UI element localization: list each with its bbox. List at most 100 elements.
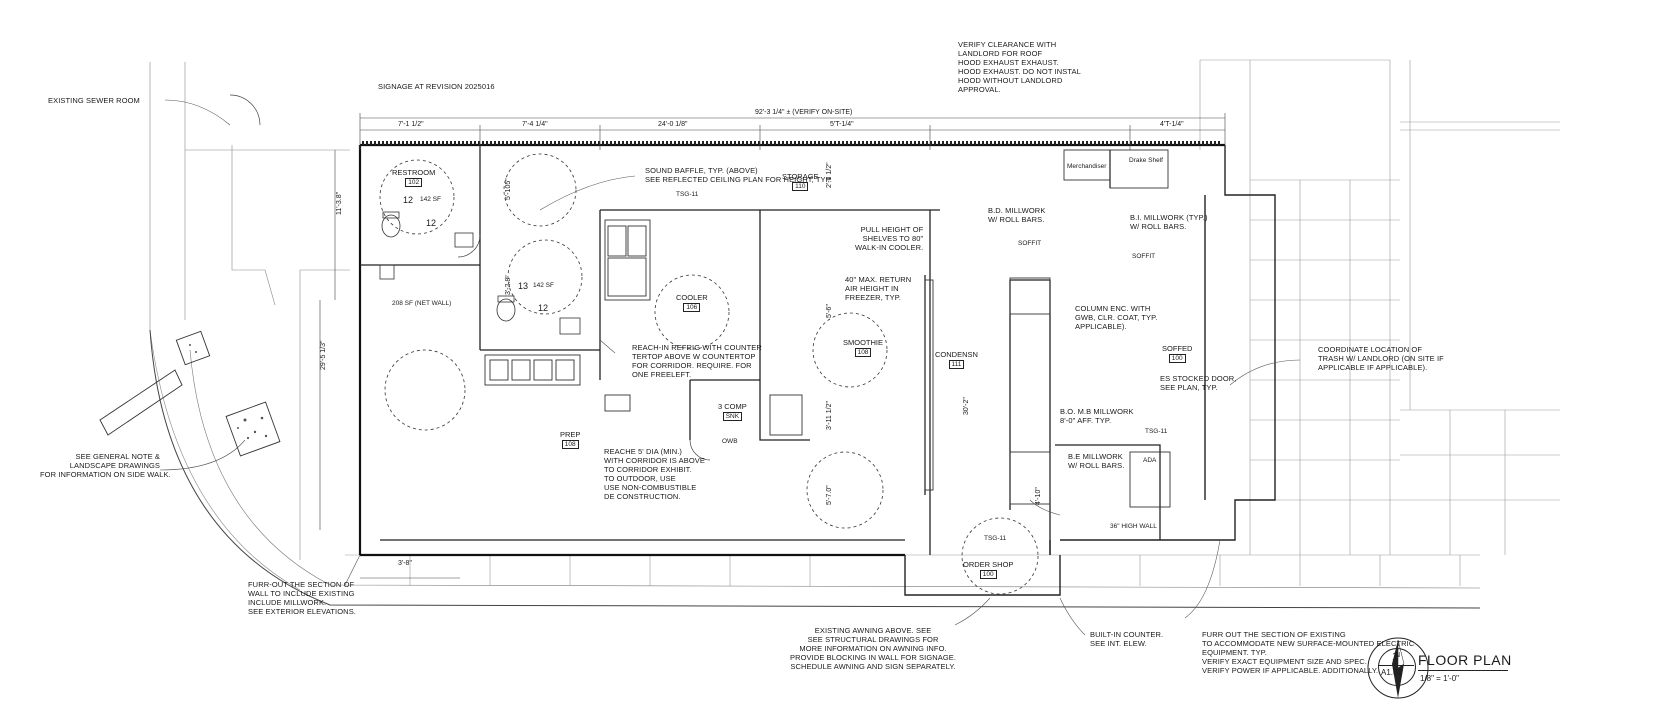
note-line: TO OUTDOOR, USE — [604, 474, 676, 483]
note-line: EXISTING AWNING ABOVE. SEE — [814, 626, 932, 635]
note-line: REACHE 5' DIA (MIN.) — [604, 447, 683, 456]
note-line: TO ACCOMMODATE NEW SURFACE-MOUNTED ELECT… — [1202, 639, 1415, 648]
note-existing-awning: EXISTING AWNING ABOVE. SEE SEE STRUCTURA… — [790, 626, 956, 671]
landscape-planters — [99, 330, 281, 457]
overall-dimension: 92'-3 1/4" ± (VERIFY ON-SITE) — [755, 109, 853, 116]
note-bd-millwork: B.D. MILLWORK W/ ROLL BARS. — [988, 206, 1045, 224]
note-line: PROVIDE BLOCKING IN WALL FOR SIGNAGE. — [790, 653, 957, 662]
vertical-dimension: 5'-105" — [505, 178, 512, 200]
note-line: SEE STRUCTURAL DRAWINGS FOR — [807, 635, 939, 644]
note-furr-out-left: FURR-OUT THE SECTION OF WALL TO INCLUDE … — [248, 580, 356, 616]
note-line: 8'-0" AFF. TYP. — [1060, 416, 1112, 425]
curb-curve-outer — [149, 329, 1481, 609]
note-line: WALK-IN COOLER. — [855, 243, 924, 252]
room-number: SNK — [722, 412, 743, 421]
soffit-tag: SOFFIT — [1132, 253, 1156, 260]
vertical-dimension: 5'-7.0" — [826, 485, 833, 505]
storefront-right — [904, 145, 1276, 596]
note-landlord-clearance: VERIFY CLEARANCE WITH LANDLORD FOR ROOF … — [958, 40, 1081, 94]
room-name: ORDER SHOP — [963, 560, 1014, 569]
note-line: MORE INFORMATION ON AWNING INFO. — [799, 644, 947, 653]
area-tag-twelve: 12 — [426, 218, 437, 228]
note-coordinate-trash: COORDINATE LOCATION OF TRASH W/ LANDLORD… — [1318, 345, 1444, 372]
vertical-dimension: 11'-3.8" — [336, 191, 343, 215]
soffit-tag: SOFFIT — [1018, 240, 1042, 247]
room-tag-smoothie: SMOOTHIE 108 — [843, 338, 883, 357]
sheet-reference: A1.01 — [1381, 668, 1402, 677]
note-sound-baffle: SOUND BAFFLE, TYP. (ABOVE) SEE REFLECTED… — [645, 166, 832, 184]
room-number: 100 — [1168, 354, 1186, 363]
room-number: 108 — [561, 440, 579, 449]
note-line: FOR INFORMATION ON SIDE WALK. — [40, 470, 171, 479]
note-line: EQUIPMENT. TYP. — [1202, 648, 1267, 657]
room-tag-soffed: SOFFED 100 — [1162, 344, 1192, 363]
room-tag-restroom: RESTROOM 102 — [392, 168, 435, 187]
note-line: APPLICABLE). — [1075, 322, 1127, 331]
note-line: TO CORRIDOR EXHIBIT. — [604, 465, 692, 474]
tsg-tag: TSG-11 — [1145, 428, 1168, 435]
note-line: LANDLORD FOR ROOF — [958, 49, 1043, 58]
note-existing-sewer: EXISTING SEWER ROOM — [48, 96, 140, 105]
note-line: COORDINATE LOCATION OF — [1318, 345, 1423, 354]
note-bo-millwork: B.O. M.B MILLWORK 8'-0" AFF. TYP. — [1060, 407, 1134, 425]
title-underline — [1418, 670, 1508, 671]
vertical-dimension: 3'-11 1/2" — [826, 401, 833, 430]
drawing-number: 1 — [1392, 651, 1399, 663]
adjacent-grid-right — [1199, 59, 1560, 555]
note-line: SHELVES TO 80" — [862, 234, 924, 243]
note-line: COLUMN ENC. WITH — [1075, 304, 1151, 313]
room-tag-condensn: CONDENSN 111 — [935, 350, 978, 369]
area-tag-value: 13 — [518, 281, 529, 291]
owb-label: OWB — [722, 438, 738, 445]
note-line: VERIFY POWER IF APPLICABLE. ADDITIONALLY… — [1202, 666, 1379, 675]
vertical-dimension: 29'-5 1/3" — [320, 340, 327, 370]
note-line: SCHEDULE AWNING AND SIGN SEPARATELY. — [790, 662, 956, 671]
drawing-scale: 1/8" = 1'-0" — [1420, 674, 1460, 683]
restroom-fixtures — [379, 211, 581, 335]
note-line: SEE REFLECTED CEILING PLAN FOR HEIGHT, T… — [645, 175, 832, 184]
room-number: 102 — [405, 178, 423, 187]
net-wall-area: 208 SF (NET WALL) — [392, 300, 452, 307]
note-furr-out-right: FURR OUT THE SECTION OF EXISTING TO ACCO… — [1202, 630, 1414, 675]
vertical-dimension: 30'-2" — [963, 397, 970, 415]
note-line: VERIFY EXACT EQUIPMENT SIZE AND SPEC. — [1202, 657, 1367, 666]
note-line: TERTOP ABOVE W COUNTERTOP — [632, 352, 756, 361]
planter-texture — [189, 344, 268, 440]
room-tag-storage: STORAGE 110 — [782, 172, 819, 191]
note-line: WITH CORRIDOR IS ABOVE — [604, 456, 705, 465]
room-number: 111 — [948, 360, 965, 369]
note-line: AIR HEIGHT IN — [845, 284, 899, 293]
dimension-segment: 7'-4 1/4" — [522, 121, 548, 128]
room-number: 100 — [979, 570, 997, 579]
note-line: APPROVAL. — [958, 85, 1001, 94]
room-number: 110 — [792, 182, 809, 191]
note-line: SEE PLAN, TYP. — [1160, 383, 1218, 392]
note-line: REACH-IN REFRIG WITH COUNTER — [632, 343, 762, 352]
area-tag-sf: 142 SF — [533, 282, 554, 289]
leader-lines — [159, 99, 1301, 636]
note-be-millwork: B.E MILLWORK W/ ROLL BARS. — [1068, 452, 1124, 470]
room-number: 108 — [854, 348, 872, 357]
note-line: B.O. M.B MILLWORK — [1060, 407, 1134, 416]
room-name: 3 COMP — [718, 402, 747, 411]
note-line: B.I. MILLWORK (TYP.) — [1130, 213, 1208, 222]
note-column-enclosure: COLUMN ENC. WITH GWB, CLR. COAT, TYP. AP… — [1075, 304, 1157, 331]
dimension-segment: 4'T-1/4" — [1160, 121, 1184, 128]
signage-revision-note: SIGNAGE AT REVISION 2025016 — [378, 82, 495, 91]
note-line: B.D. MILLWORK — [988, 206, 1046, 215]
note-line: LANDSCAPE DRAWINGS — [69, 461, 160, 470]
room-tag-cooler: COOLER 106 — [676, 293, 708, 312]
note-line: WALL TO INCLUDE EXISTING — [248, 589, 355, 598]
note-reach-in: REACH-IN REFRIG WITH COUNTER TERTOP ABOV… — [632, 343, 762, 379]
room-tag-prep: PREP 108 — [560, 430, 580, 449]
dimension-segment: 24'-0 1/8" — [658, 121, 688, 128]
dimension-segment: 7'-1 1/2" — [398, 121, 424, 128]
note-line: TRASH W/ LANDLORD (ON SITE IF — [1318, 354, 1444, 363]
note-line: BUILT-IN COUNTER. — [1090, 630, 1164, 639]
room-name: COOLER — [676, 293, 708, 302]
sheet-number-bubble — [1378, 648, 1416, 686]
door-swings — [229, 94, 711, 461]
area-tag-twelve: 12 — [538, 303, 549, 313]
note-line: FREEZER, TYP. — [845, 293, 902, 302]
